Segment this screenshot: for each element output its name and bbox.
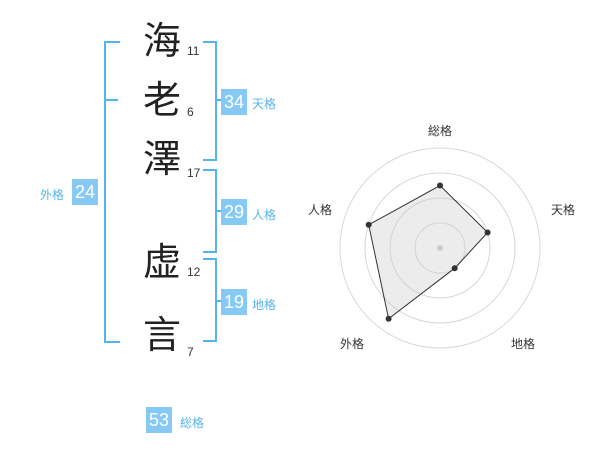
name-char-3: 澤 [142,137,181,181]
tenkaku-label: 天格 [252,97,277,111]
tenkaku-value: 34 [221,89,247,115]
radar-label-chikaku: 地格 [511,337,536,351]
radar-label-soukaku: 総格 [428,124,453,138]
radar-data-polygon [368,184,489,320]
chikaku-bracket-tick [215,300,222,302]
stroke-count-2: 6 [187,105,194,119]
jinkaku-value: 29 [221,199,247,225]
radar-ring-4 [339,147,541,349]
radar-ring-2 [389,197,491,299]
gaikaku-bracket [104,41,120,343]
soukaku-value: 53 [146,407,172,433]
stroke-count-3: 17 [187,166,201,180]
radar-ring-3 [364,172,516,324]
chikaku-label: 地格 [252,298,277,312]
stroke-count-5: 7 [187,345,194,359]
soukaku-label: 総格 [180,416,205,430]
radar-center [437,245,443,251]
gaikaku-value: 24 [72,179,98,205]
radar-label-jinkaku: 人格 [308,203,333,217]
jinkaku-bracket-tick [215,210,222,212]
radar-point-4 [385,315,392,322]
stroke-count-1: 11 [187,44,200,58]
name-char-4: 虚 [142,240,181,284]
name-char-2: 老 [142,78,181,122]
radar-label-gaikaku: 外格 [340,337,365,351]
gaikaku-bracket-tick [104,99,118,101]
tenkaku-bracket-tick [215,99,222,101]
jinkaku-label: 人格 [252,208,277,222]
radar-ring-1 [414,222,466,274]
stroke-count-4: 12 [187,265,201,279]
radar-point-5 [365,221,372,228]
name-char-5: 言 [142,313,181,357]
radar-point-3 [451,265,458,272]
name-char-1: 海 [142,19,181,63]
tenkaku-bracket [203,41,217,161]
gaikaku-label: 外格 [40,188,65,202]
radar-point-2 [484,229,491,236]
radar-label-tenkaku: 天格 [551,203,576,217]
chikaku-value: 19 [221,289,247,315]
radar-point-1 [437,182,443,189]
